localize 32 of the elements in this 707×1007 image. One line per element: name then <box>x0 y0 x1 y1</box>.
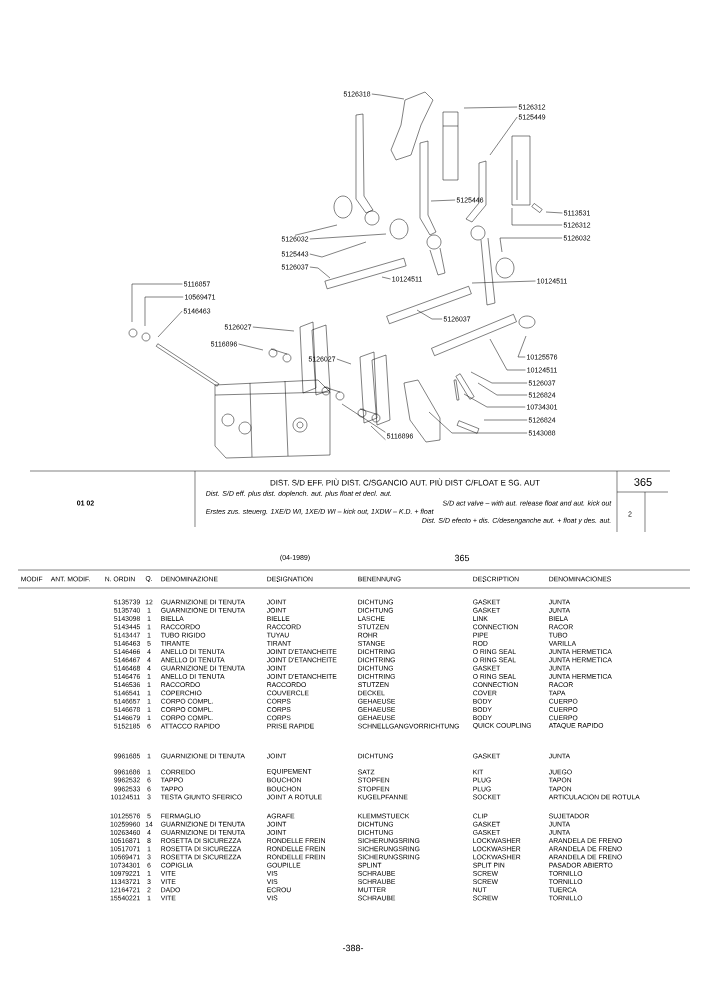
leader-line <box>309 241 367 258</box>
table-number: 365 <box>454 554 470 562</box>
leader-line <box>309 233 387 240</box>
leader-line <box>381 276 391 280</box>
table-number: 365 <box>634 478 652 486</box>
leader-line <box>463 106 518 109</box>
leader-line <box>483 419 528 421</box>
leader-line <box>489 338 526 371</box>
leader-line <box>238 343 264 351</box>
leader-line <box>545 211 563 214</box>
leader-line <box>341 403 386 433</box>
leader-line <box>309 266 331 279</box>
leader-line <box>463 393 526 408</box>
leader-line <box>157 310 183 338</box>
leader-line <box>471 280 536 284</box>
leader-line <box>144 296 184 327</box>
leader-line <box>489 116 518 156</box>
leader-line <box>428 411 528 434</box>
leader-line <box>511 207 563 226</box>
leader-line <box>371 93 405 100</box>
leader-line <box>470 371 528 384</box>
leader-line <box>477 382 528 396</box>
leader-line <box>517 335 527 358</box>
leader-line <box>430 199 456 202</box>
page-number: -388- <box>342 944 364 952</box>
leader-line <box>131 283 183 323</box>
leader-line <box>370 425 386 440</box>
leader-line <box>499 237 563 253</box>
leader-line <box>252 326 295 332</box>
leader-line <box>294 224 338 236</box>
leader-line <box>416 309 443 320</box>
leader-line <box>336 358 352 365</box>
